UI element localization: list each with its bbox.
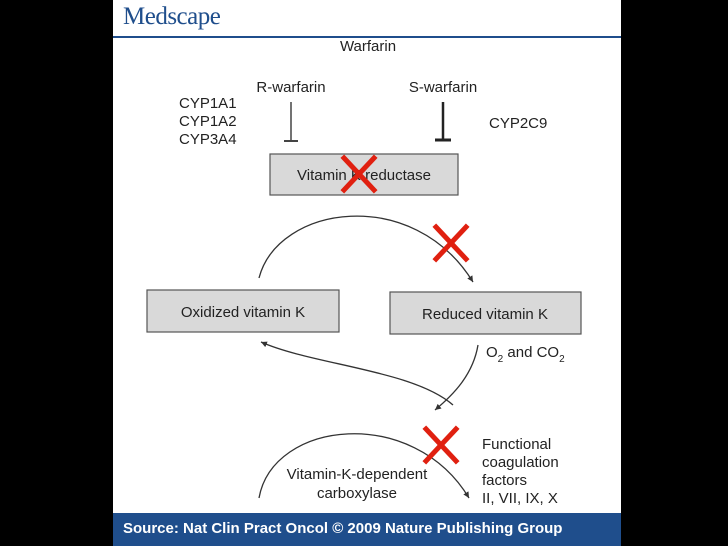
r-warfarin-label: R-warfarin (256, 79, 325, 96)
diagram: Warfarin R-warfarin S-warfarin CYP1A1 CY… (146, 38, 582, 507)
functional-factors-line-2: coagulation (482, 454, 559, 471)
cross-icon (432, 223, 470, 263)
functional-factors-line-4: II, VII, IX, X (482, 490, 558, 507)
s-warfarin-label: S-warfarin (409, 79, 477, 96)
cross-icon (422, 425, 460, 465)
reduced-vitamin-k-box (389, 291, 582, 335)
warfarin-title: Warfarin (340, 38, 396, 55)
carboxylase-arc (258, 433, 470, 499)
source-credit: Source: Nat Clin Pract Oncol © 2009 Natu… (123, 520, 563, 537)
medscape-logo: Medscape (123, 3, 221, 30)
slide: Medscape Warfarin R-warfarin S-warfarin … (113, 0, 621, 546)
reductase-box (269, 153, 459, 196)
o2-co2-arrow (434, 344, 479, 411)
carboxylase-label-line-1: Vitamin-K-dependent (287, 466, 428, 483)
r-warfarin-inhibition (284, 102, 298, 142)
functional-factors-line-3: factors (482, 472, 527, 489)
s-warfarin-inhibition (435, 102, 451, 142)
footer-bar: Source: Nat Clin Pract Oncol © 2009 Natu… (113, 513, 621, 546)
oxidized-vitamin-k-label: Oxidized vitamin K (181, 304, 305, 321)
cyp-right: CYP2C9 (489, 115, 547, 132)
functional-factors-line-1: Functional (482, 436, 551, 453)
o2-co2-label: O2 and CO2 (486, 344, 565, 365)
carboxylase-label-line-2: carboxylase (317, 485, 397, 502)
cyp-left-3: CYP3A4 (179, 131, 237, 148)
upper-cycle-arrow (258, 215, 474, 283)
reductase-label: Vitamin K reductase (297, 167, 431, 184)
cyp-left-1: CYP1A1 (179, 95, 237, 112)
reduced-vitamin-k-label: Reduced vitamin K (422, 306, 548, 323)
cross-icon (340, 154, 378, 194)
cyp-left-2: CYP1A2 (179, 113, 237, 130)
header-bar: Medscape (113, 0, 621, 38)
lower-cycle-arrow (260, 341, 454, 406)
oxidized-vitamin-k-box (146, 289, 340, 333)
